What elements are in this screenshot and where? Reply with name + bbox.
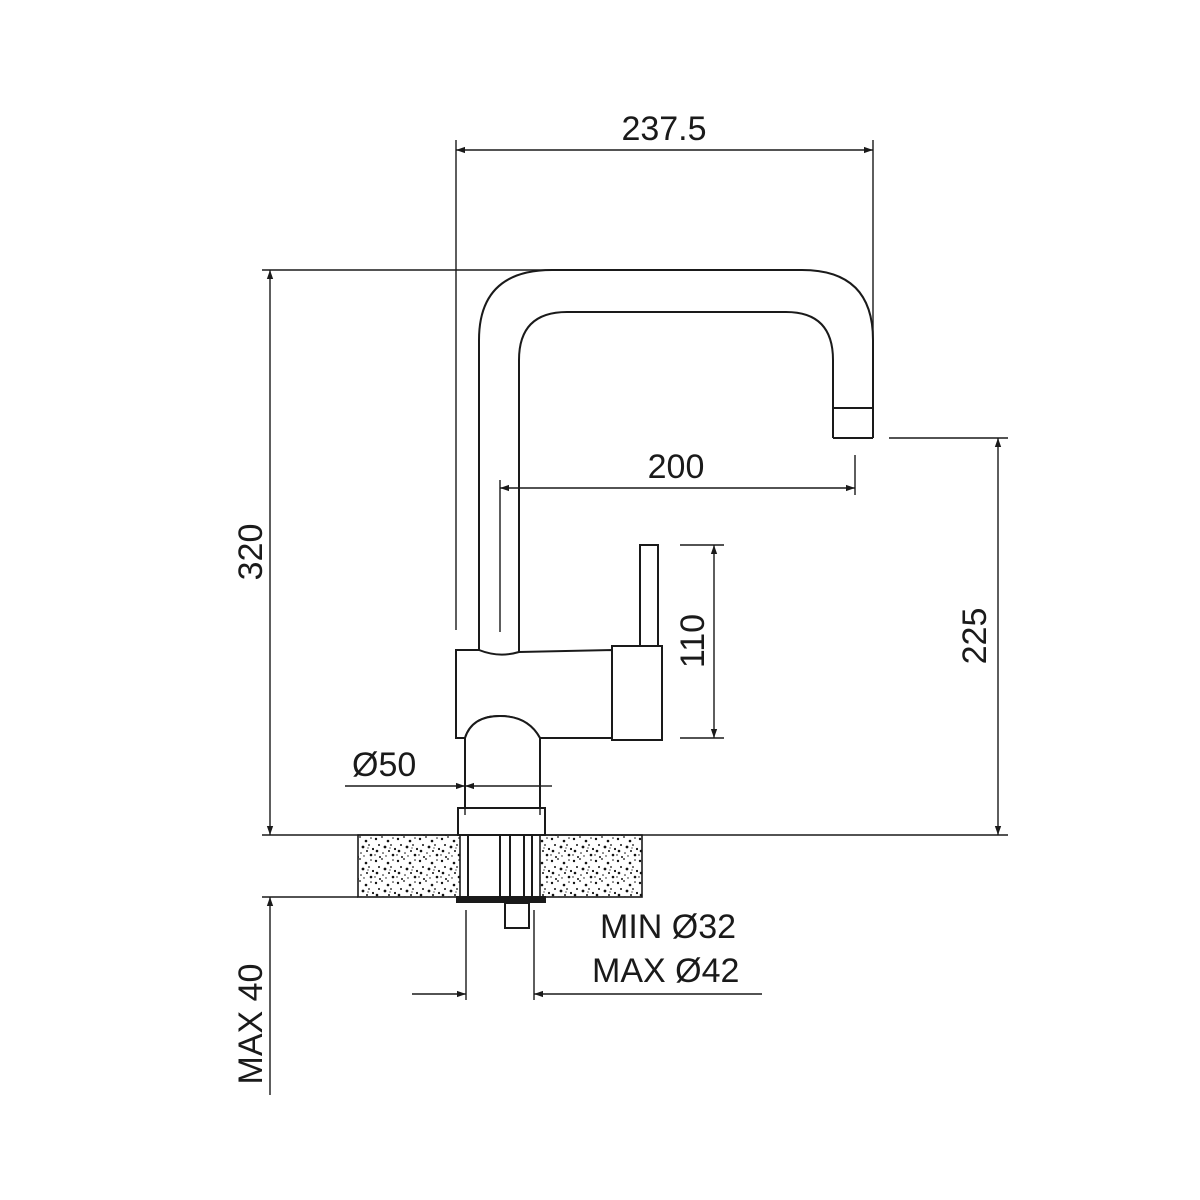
dim-max-countertop: MAX 40 xyxy=(232,897,274,1095)
spout-inner xyxy=(518,311,834,652)
shank xyxy=(467,834,501,898)
faucet-body xyxy=(455,269,874,929)
dim-total-height: 320 xyxy=(232,269,552,835)
dim-total-reach-label: 237.5 xyxy=(621,110,706,148)
base-column xyxy=(464,714,541,809)
dim-total-height-label: 320 xyxy=(232,524,270,581)
lever-handle xyxy=(639,544,659,647)
fixing-plate xyxy=(456,896,546,903)
dim-lever-height: 110 xyxy=(674,544,724,739)
rod-end xyxy=(504,902,530,929)
dim-lever-height-label: 110 xyxy=(674,614,712,668)
base-collar xyxy=(457,807,546,836)
dim-hole-min-label: MIN Ø32 xyxy=(600,908,736,946)
dim-total-reach: 237.5 xyxy=(455,110,874,630)
spout-outer xyxy=(478,269,874,650)
dim-max-countertop-label: MAX 40 xyxy=(232,964,270,1085)
dim-base-diameter: Ø50 xyxy=(345,746,552,815)
dim-hole-diameter: MIN Ø32 MAX Ø42 xyxy=(412,908,762,1000)
cartridge-cap xyxy=(611,645,663,741)
dim-spout-clearance-label: 225 xyxy=(956,608,994,665)
dim-spout-reach: 200 xyxy=(499,448,856,632)
dim-hole-max-label: MAX Ø42 xyxy=(592,952,739,990)
dim-spout-clearance: 225 xyxy=(889,437,1008,835)
countertop xyxy=(262,834,1008,898)
dim-base-diameter-label: Ø50 xyxy=(352,746,416,784)
dim-spout-reach-label: 200 xyxy=(648,448,705,486)
